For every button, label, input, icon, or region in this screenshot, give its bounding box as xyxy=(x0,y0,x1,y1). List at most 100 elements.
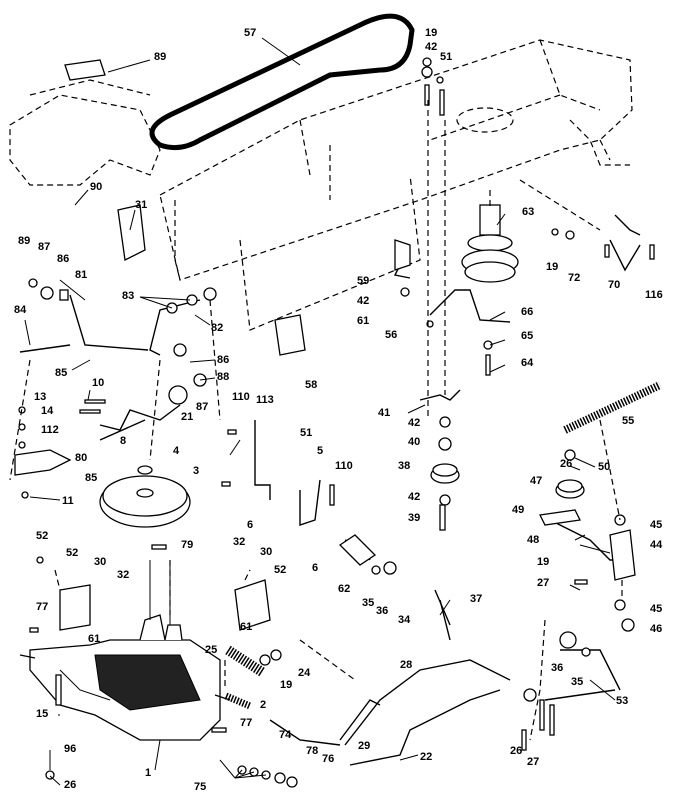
label-87: 87 xyxy=(196,401,209,413)
label-55: 55 xyxy=(622,415,635,427)
label-48: 48 xyxy=(527,534,540,546)
label-112: 112 xyxy=(41,424,59,436)
transaxle xyxy=(19,560,231,741)
label-13: 13 xyxy=(34,391,47,403)
label-42: 42 xyxy=(357,295,370,307)
label-19: 19 xyxy=(280,679,293,691)
spring-55 xyxy=(563,381,662,434)
label-76: 76 xyxy=(322,753,335,765)
label-36: 36 xyxy=(376,605,389,617)
label-26: 26 xyxy=(560,458,573,470)
label-2: 2 xyxy=(260,699,267,711)
idler-pulley-38 xyxy=(430,437,460,484)
body-panel xyxy=(9,79,161,186)
label-25: 25 xyxy=(205,644,218,656)
label-113: 113 xyxy=(256,394,274,406)
label-22: 22 xyxy=(420,751,433,763)
idler-pulley-47 xyxy=(555,479,585,499)
label-3: 3 xyxy=(193,465,200,477)
label-53: 53 xyxy=(616,695,629,707)
label-30: 30 xyxy=(260,546,273,558)
label-6: 6 xyxy=(312,562,319,574)
transmission-pulley-3 xyxy=(99,465,191,528)
label-72: 72 xyxy=(568,272,581,284)
label-19: 19 xyxy=(546,261,559,273)
label-37: 37 xyxy=(470,593,483,605)
label-87: 87 xyxy=(38,241,51,253)
label-42: 42 xyxy=(408,491,421,503)
label-26: 26 xyxy=(510,745,523,757)
label-4: 4 xyxy=(173,445,180,457)
label-15: 15 xyxy=(36,708,49,720)
label-50: 50 xyxy=(598,461,611,473)
label-8: 8 xyxy=(120,435,127,447)
label-57: 57 xyxy=(244,27,257,39)
label-39: 39 xyxy=(408,512,421,524)
label-11: 11 xyxy=(62,495,74,507)
label-84: 84 xyxy=(14,304,27,316)
label-88: 88 xyxy=(217,371,230,383)
label-1: 1 xyxy=(145,767,152,779)
label-38: 38 xyxy=(398,460,411,472)
label-32: 32 xyxy=(233,536,246,548)
label-89: 89 xyxy=(154,51,167,63)
label-32: 32 xyxy=(117,569,130,581)
label-42: 42 xyxy=(425,41,438,53)
label-40: 40 xyxy=(408,436,421,448)
label-90: 90 xyxy=(90,181,103,193)
label-63: 63 xyxy=(522,206,535,218)
label-66: 66 xyxy=(521,306,534,318)
label-61: 61 xyxy=(240,621,253,633)
label-19: 19 xyxy=(537,556,550,568)
label-52: 52 xyxy=(36,530,49,542)
label-83: 83 xyxy=(122,290,135,302)
label-28: 28 xyxy=(400,659,413,671)
label-35: 35 xyxy=(362,597,375,609)
label-61: 61 xyxy=(357,315,370,327)
linkages xyxy=(19,214,641,766)
label-19: 19 xyxy=(425,27,438,39)
belt xyxy=(149,13,415,151)
label-61: 61 xyxy=(88,633,101,645)
label-86: 86 xyxy=(217,354,230,366)
label-41: 41 xyxy=(378,407,391,419)
label-81: 81 xyxy=(75,269,88,281)
label-35: 35 xyxy=(571,676,584,688)
label-42: 42 xyxy=(408,417,421,429)
label-27: 27 xyxy=(537,577,550,589)
leader-lines xyxy=(24,37,616,786)
label-77: 77 xyxy=(36,601,49,613)
label-29: 29 xyxy=(358,740,371,752)
label-46: 46 xyxy=(650,623,663,635)
label-31: 31 xyxy=(135,199,148,211)
label-5: 5 xyxy=(317,445,324,457)
label-80: 80 xyxy=(75,452,88,464)
label-78: 78 xyxy=(306,745,319,757)
label-70: 70 xyxy=(608,279,621,291)
label-27: 27 xyxy=(527,756,540,768)
label-59: 59 xyxy=(357,275,370,287)
label-45: 45 xyxy=(650,603,663,615)
engine-pulley-63 xyxy=(461,204,519,283)
label-85: 85 xyxy=(55,367,68,379)
label-44: 44 xyxy=(650,539,663,551)
spring-2 xyxy=(224,692,252,710)
label-10: 10 xyxy=(92,377,105,389)
label-74: 74 xyxy=(279,729,292,741)
label-116: 116 xyxy=(645,289,663,301)
label-51: 51 xyxy=(300,427,313,439)
label-51: 51 xyxy=(440,51,453,63)
label-79: 79 xyxy=(181,539,194,551)
label-58: 58 xyxy=(305,379,318,391)
label-62: 62 xyxy=(338,583,351,595)
label-64: 64 xyxy=(521,357,534,369)
label-49: 49 xyxy=(512,504,525,516)
label-110: 110 xyxy=(335,460,353,472)
label-26: 26 xyxy=(64,779,77,791)
label-21: 21 xyxy=(181,411,194,423)
label-24: 24 xyxy=(298,667,311,679)
label-30: 30 xyxy=(94,556,107,568)
brackets xyxy=(14,59,636,631)
label-86: 86 xyxy=(57,253,70,265)
